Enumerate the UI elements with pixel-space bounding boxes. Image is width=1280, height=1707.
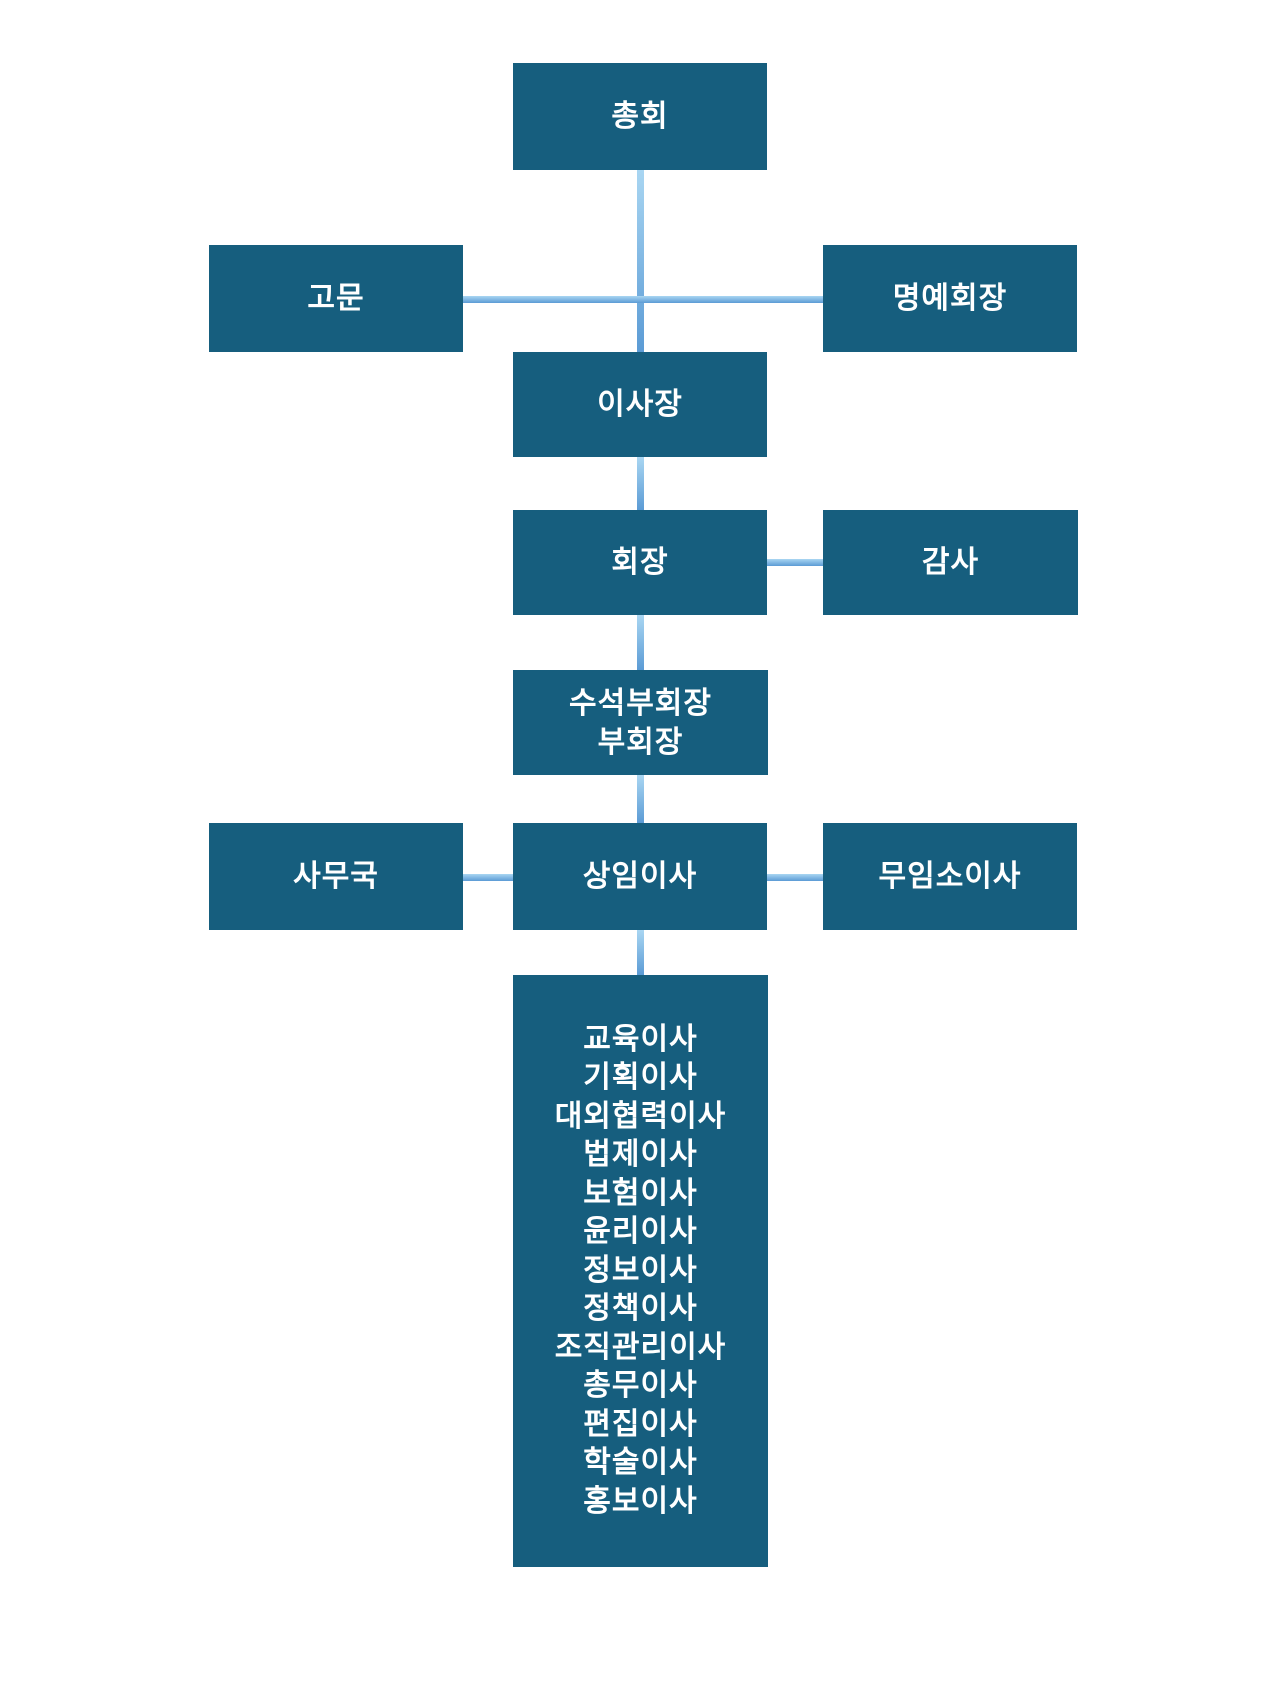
connector-chairman-president [637, 457, 644, 510]
director-item: 정책이사 [583, 1292, 698, 1326]
director-item: 기획이사 [583, 1061, 698, 1095]
connector-executive-atlarge [767, 874, 823, 881]
director-item: 보험이사 [583, 1176, 698, 1210]
director-item: 윤리이사 [583, 1215, 698, 1249]
director-item: 교육이사 [583, 1022, 698, 1056]
node-secretariat: 사무국 [209, 823, 463, 930]
node-chairman-of-board: 이사장 [513, 352, 767, 457]
director-item: 법제이사 [583, 1138, 698, 1172]
connector-secretariat-executive [463, 874, 513, 881]
node-advisor: 고문 [209, 245, 463, 352]
director-item: 대외협력이사 [554, 1099, 727, 1133]
node-executive-directors: 상임이사 [513, 823, 767, 930]
connector-president-vice [637, 615, 644, 670]
connector-vice-executive [637, 775, 644, 823]
director-item: 홍보이사 [583, 1484, 698, 1518]
director-item: 총무이사 [583, 1369, 698, 1403]
director-item: 조직관리이사 [554, 1330, 727, 1364]
node-president: 회장 [513, 510, 767, 615]
node-auditor: 감사 [823, 510, 1078, 615]
node-honorary-president: 명예회장 [823, 245, 1077, 352]
connector-executive-directors [637, 930, 644, 975]
connector-president-auditor [767, 559, 823, 566]
node-vice-presidents: 수석부회장 부회장 [513, 670, 768, 775]
connector-assembly-chairman [637, 170, 644, 352]
node-directors-at-large: 무임소이사 [823, 823, 1077, 930]
director-item: 정보이사 [583, 1253, 698, 1287]
director-item: 학술이사 [583, 1446, 698, 1480]
connector-advisor-honorary [463, 296, 823, 303]
node-general-assembly: 총회 [513, 63, 767, 170]
director-item: 편집이사 [583, 1407, 698, 1441]
